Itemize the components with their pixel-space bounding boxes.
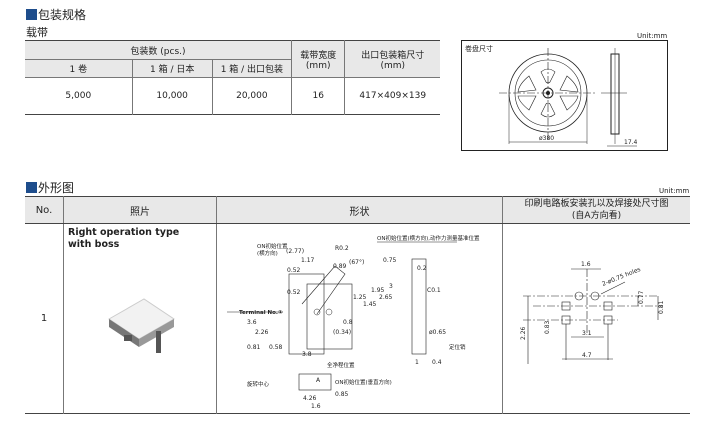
pcb-pitch: 1.6	[581, 261, 591, 268]
svg-text:1.6: 1.6	[311, 403, 321, 410]
svg-text:A: A	[316, 377, 321, 384]
packaging-section-title: 包装规格	[26, 6, 86, 23]
svg-text:4.7: 4.7	[582, 352, 592, 359]
svg-text:ON初始位置(垂直方向): ON初始位置(垂直方向)	[335, 378, 392, 386]
unit-label: Unit:mm	[637, 32, 668, 40]
svg-text:(67°): (67°)	[349, 259, 364, 266]
svg-text:3.1: 3.1	[582, 330, 592, 337]
svg-text:1.25: 1.25	[353, 294, 367, 301]
svg-text:0.2: 0.2	[417, 265, 427, 272]
switch-photo	[108, 298, 175, 353]
svg-text:0.81: 0.81	[247, 344, 261, 351]
outline-section-title: 外形图	[26, 179, 74, 196]
reel-diameter: ø380	[539, 135, 554, 142]
section-marker-icon	[26, 182, 37, 193]
svg-text:1.17: 1.17	[301, 257, 315, 264]
svg-text:Terminal No.①: Terminal No.①	[239, 310, 283, 316]
svg-text:0.77: 0.77	[638, 290, 645, 304]
reel-drawing-label: 卷盘尺寸	[465, 44, 493, 53]
box-size-header: 出口包装箱尺寸(mm)	[344, 40, 440, 78]
pcb-holes: 2-ø0.75 holes	[601, 266, 642, 288]
svg-text:0.81: 0.81	[658, 300, 665, 314]
pcb-header: 印刷电路板安装孔以及焊接处尺寸图(自A方向看)	[502, 196, 690, 224]
unit-label: Unit:mm	[659, 187, 690, 195]
pcb-drawing: 1.6 2-ø0.75 holes 0.77 0.81 2.26 0.83 3.…	[520, 261, 665, 364]
svg-text:全净程位置: 全净程位置	[327, 361, 355, 369]
svg-text:ø0.65: ø0.65	[429, 329, 446, 336]
box-jp-header: 1 箱 / 日本	[131, 59, 213, 78]
svg-text:3: 3	[389, 283, 393, 290]
svg-text:ON初始位置: ON初始位置	[257, 242, 288, 250]
no-header: No.	[25, 196, 64, 224]
reel-header: 1 卷	[25, 59, 133, 78]
svg-text:0.4: 0.4	[432, 359, 442, 366]
box-size-value: 417×409×139	[344, 77, 440, 115]
svg-text:(0.34): (0.34)	[333, 329, 351, 336]
reel-drawing: 卷盘尺寸 ø380 17.4	[461, 40, 668, 151]
svg-text:0.8: 0.8	[343, 319, 353, 326]
shape-drawing: ON初始位置 (横方向) ON初始位置(横方向),动作力测量基准位置 Termi…	[227, 234, 480, 410]
svg-text:1.95: 1.95	[371, 287, 385, 294]
row-number: 1	[25, 223, 64, 414]
outline-title-text: 外形图	[38, 181, 75, 195]
svg-text:0.75: 0.75	[383, 257, 397, 264]
shape-cell: ON初始位置 (横方向) ON初始位置(横方向),动作力测量基准位置 Termi…	[216, 223, 503, 414]
svg-text:(2.77): (2.77)	[286, 248, 304, 255]
svg-text:0.52: 0.52	[287, 267, 301, 274]
carrier-tape-subtitle: 载带	[26, 26, 48, 39]
outline-table: No.照片形状印刷电路板安装孔以及焊接处尺寸图(自A方向看) 1 Right o…	[25, 196, 690, 414]
box-jp-qty: 10,000	[131, 77, 213, 115]
tape-width-header: 载带宽度(mm)	[290, 40, 346, 78]
svg-text:2.26: 2.26	[255, 329, 269, 336]
svg-text:1.45: 1.45	[363, 301, 377, 308]
svg-text:2.26: 2.26	[520, 326, 527, 340]
svg-text:0.85: 0.85	[335, 391, 349, 398]
pcb-cell: 1.6 2-ø0.75 holes 0.77 0.81 2.26 0.83 3.…	[502, 223, 690, 414]
svg-text:4.26: 4.26	[303, 395, 317, 402]
svg-text:3.6: 3.6	[247, 319, 257, 326]
svg-text:0.58: 0.58	[269, 344, 283, 351]
shape-header: 形状	[216, 196, 503, 224]
section-marker-icon	[26, 9, 37, 20]
svg-text:0.89: 0.89	[333, 263, 347, 270]
reel-qty: 5,000	[25, 77, 133, 115]
box-export-qty: 20,000	[211, 77, 292, 115]
svg-text:定位销: 定位销	[449, 343, 466, 351]
svg-text:2.65: 2.65	[379, 294, 393, 301]
svg-text:C0.1: C0.1	[427, 287, 441, 294]
svg-text:3.8: 3.8	[302, 351, 312, 358]
reel-width: 17.4	[624, 139, 638, 146]
svg-text:旋转中心: 旋转中心	[247, 380, 270, 388]
packaging-title-text: 包装规格	[38, 8, 87, 22]
svg-text:0.52: 0.52	[287, 289, 301, 296]
tape-width-value: 16	[290, 77, 346, 115]
svg-text:0.83: 0.83	[544, 320, 551, 334]
svg-text:(横方向): (横方向)	[257, 249, 278, 257]
svg-text:R0.2: R0.2	[335, 245, 349, 252]
svg-text:1: 1	[415, 359, 419, 366]
qty-header: 包装数 (pcs.)	[25, 40, 292, 60]
svg-text:ON初始位置(横方向),动作力测量基准位置: ON初始位置(横方向),动作力测量基准位置	[377, 234, 480, 242]
box-export-header: 1 箱 / 出口包装	[211, 59, 292, 78]
photo-header: 照片	[63, 196, 217, 224]
